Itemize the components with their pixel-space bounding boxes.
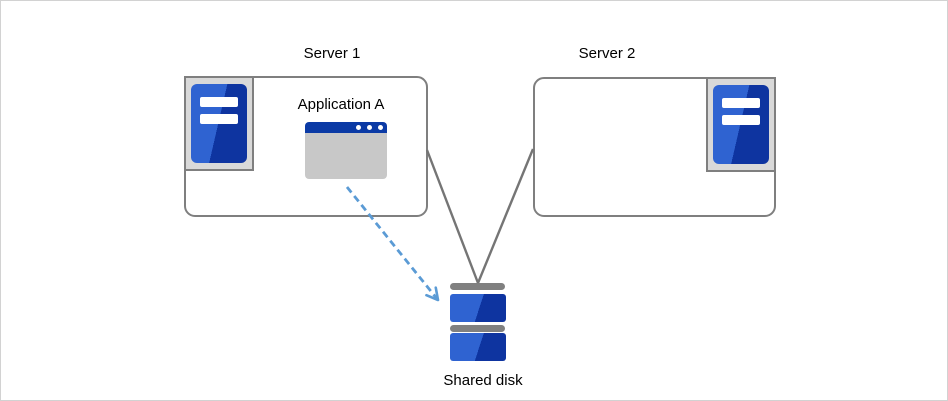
app-window-titlebar <box>305 122 387 133</box>
server-tower-body <box>191 84 247 163</box>
server-drive-bay <box>200 97 238 107</box>
disk-stack-icon <box>450 283 506 361</box>
shared-disk-label: Shared disk <box>443 372 523 389</box>
disk-cap <box>450 325 505 332</box>
app-window-buttons <box>356 125 383 130</box>
server-drive-bay <box>722 115 760 125</box>
server1-node <box>184 76 428 217</box>
server-tower-icon <box>184 76 254 171</box>
server-tower-icon <box>706 77 776 172</box>
app-window-icon <box>305 122 387 179</box>
window-dot <box>378 125 383 130</box>
connector-server1-disk <box>425 149 480 284</box>
server2-label: Server 2 <box>578 45 636 62</box>
disk-cap <box>450 283 505 290</box>
window-dot <box>356 125 361 130</box>
connector-server2-disk <box>476 148 535 284</box>
app-window-body <box>305 133 387 179</box>
server-drive-bay <box>200 114 238 124</box>
window-dot <box>367 125 372 130</box>
disk-platter <box>450 294 506 322</box>
disk-platter <box>450 333 506 361</box>
server1-label: Server 1 <box>303 45 361 62</box>
server-tower-body <box>713 85 769 164</box>
server2-node <box>533 77 776 217</box>
server-drive-bay <box>722 98 760 108</box>
application-label: Application A <box>297 96 385 113</box>
